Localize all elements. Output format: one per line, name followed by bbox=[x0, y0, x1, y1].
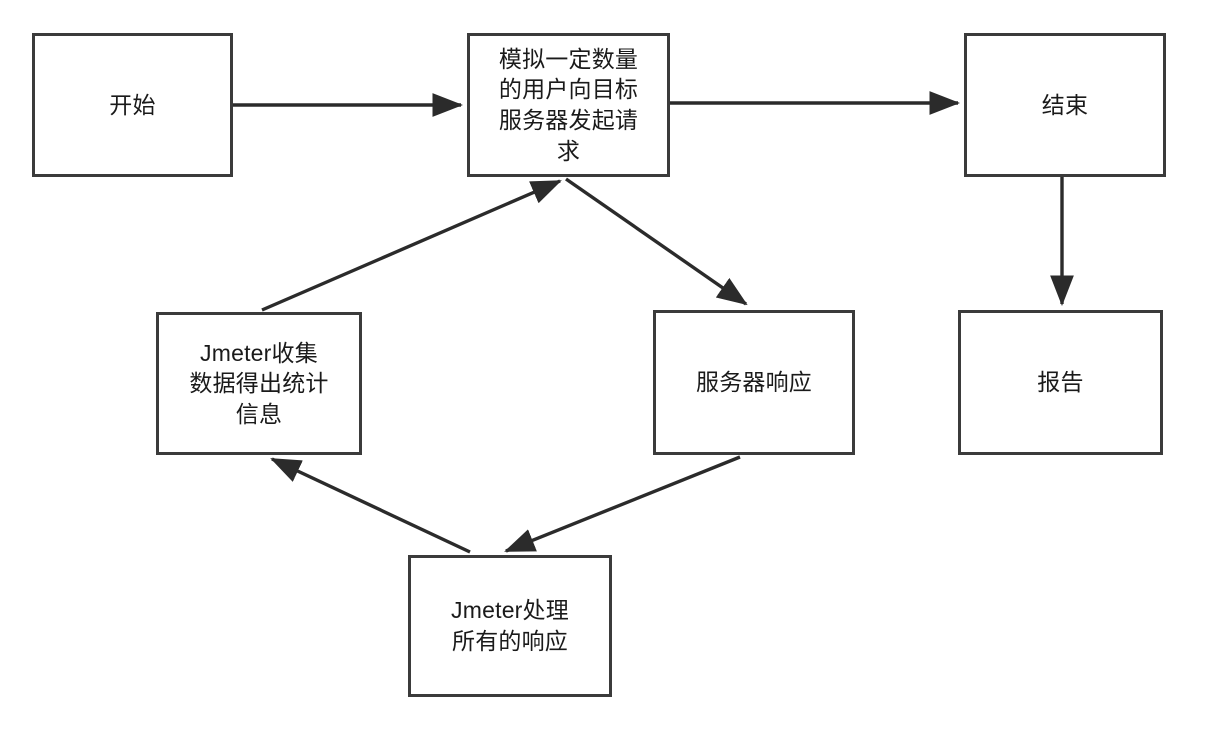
node-label-jmeter-process: Jmeter处理 所有的响应 bbox=[451, 597, 569, 654]
node-label-report: 报告 bbox=[1037, 369, 1084, 396]
node-start[interactable]: 开始 bbox=[32, 33, 233, 177]
node-jmeter-process[interactable]: Jmeter处理 所有的响应 bbox=[408, 555, 612, 697]
node-server-response[interactable]: 服务器响应 bbox=[653, 310, 855, 455]
node-report[interactable]: 报告 bbox=[958, 310, 1163, 455]
node-label-server-response: 服务器响应 bbox=[696, 369, 812, 396]
edge-server-to-process bbox=[504, 455, 741, 553]
edge-process-to-collect bbox=[270, 457, 471, 554]
node-label-start: 开始 bbox=[109, 91, 156, 118]
node-label-jmeter-collect: Jmeter收集 数据得出统计 信息 bbox=[189, 339, 329, 427]
node-end[interactable]: 结束 bbox=[964, 33, 1166, 177]
node-jmeter-collect[interactable]: Jmeter收集 数据得出统计 信息 bbox=[156, 312, 362, 455]
edge-simulate-to-server bbox=[565, 177, 748, 306]
node-label-simulate-request: 模拟一定数量 的用户向目标 服务器发起请 求 bbox=[498, 45, 639, 164]
node-label-end: 结束 bbox=[1041, 91, 1089, 118]
node-simulate-request[interactable]: 模拟一定数量 的用户向目标 服务器发起请 求 bbox=[467, 33, 670, 177]
edge-collect-to-simulate bbox=[261, 179, 562, 312]
